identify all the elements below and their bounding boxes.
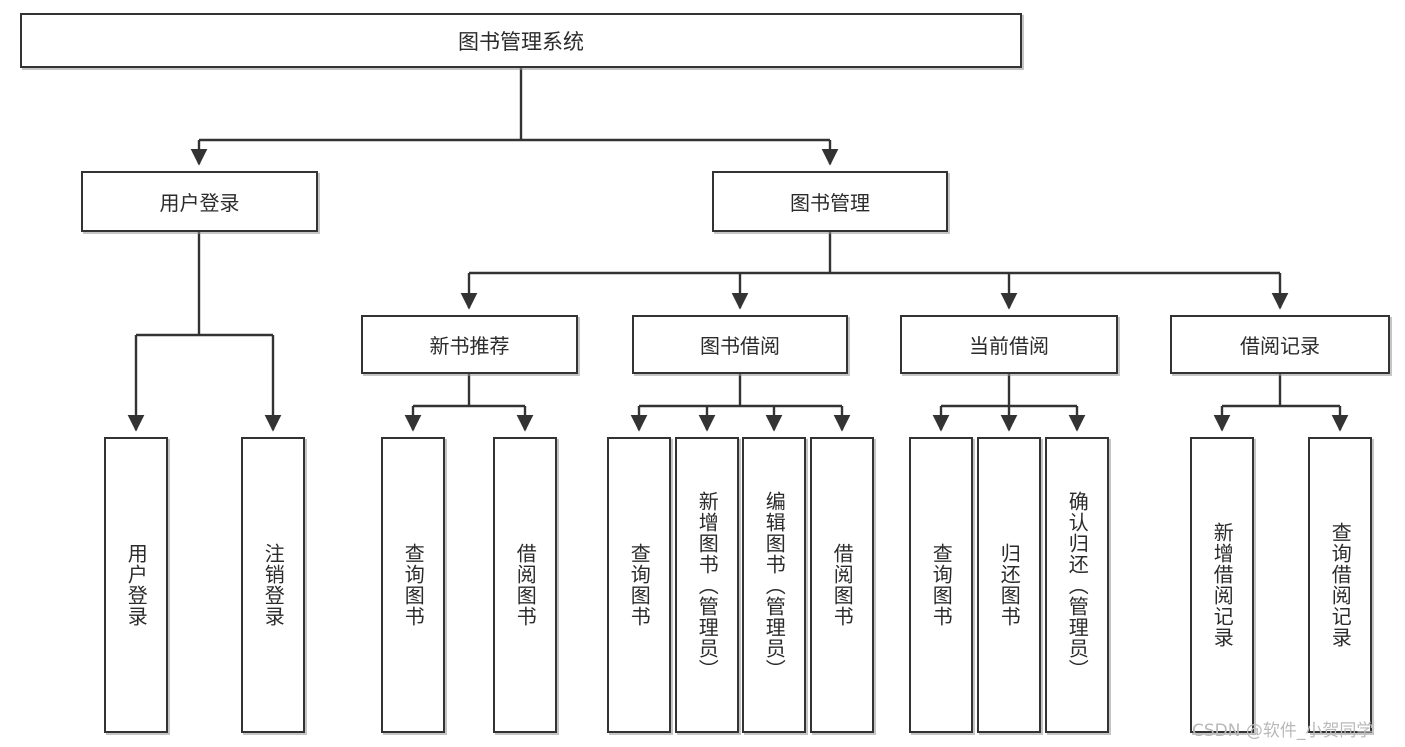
leaf-label: 确认归还（管理员） [1065, 490, 1090, 680]
leaf-logout[interactable]: 注销登录 [241, 437, 305, 733]
leaf-label: 查询图书 [929, 543, 954, 627]
node-new-book-recommend[interactable]: 新书推荐 [361, 315, 578, 374]
leaf-query-borrow-record[interactable]: 查询借阅记录 [1308, 437, 1372, 733]
leaf-return-book[interactable]: 归还图书 [977, 437, 1041, 733]
node-label: 图书管理 [790, 191, 870, 215]
node-label: 图书借阅 [700, 334, 780, 358]
leaf-label: 查询图书 [401, 543, 426, 627]
node-current-borrow[interactable]: 当前借阅 [900, 315, 1118, 374]
node-label: 当前借阅 [969, 334, 1049, 358]
leaf-borrow-book-recommend[interactable]: 借阅图书 [493, 437, 557, 733]
node-root-book-management-system[interactable]: 图书管理系统 [20, 13, 1022, 68]
node-borrow-record[interactable]: 借阅记录 [1170, 315, 1390, 374]
leaf-edit-book-admin[interactable]: 编辑图书（管理员） [742, 437, 806, 733]
node-label: 图书管理系统 [458, 29, 584, 54]
node-label: 新书推荐 [429, 334, 510, 358]
node-label: 用户登录 [159, 191, 240, 215]
leaf-label: 查询借阅记录 [1328, 522, 1353, 648]
node-label: 借阅记录 [1240, 334, 1320, 358]
leaf-label: 查询图书 [627, 543, 652, 627]
leaf-label: 新增图书（管理员） [695, 490, 720, 680]
leaf-label: 编辑图书（管理员） [762, 490, 787, 680]
node-book-management[interactable]: 图书管理 [712, 171, 948, 232]
leaf-query-book-recommend[interactable]: 查询图书 [381, 437, 445, 733]
node-user-login[interactable]: 用户登录 [81, 171, 318, 232]
leaf-query-book-current[interactable]: 查询图书 [909, 437, 973, 733]
watermark-text: CSDN @软件_小贺同学 [1192, 721, 1374, 741]
leaf-confirm-return-admin[interactable]: 确认归还（管理员） [1045, 437, 1109, 733]
leaf-label: 借阅图书 [513, 543, 538, 627]
leaf-add-book-admin[interactable]: 新增图书（管理员） [675, 437, 739, 733]
leaf-query-book-borrow[interactable]: 查询图书 [607, 437, 671, 733]
leaf-borrow-book[interactable]: 借阅图书 [810, 437, 874, 733]
node-book-borrow[interactable]: 图书借阅 [632, 315, 848, 374]
leaf-label: 新增借阅记录 [1210, 522, 1235, 648]
leaf-label: 借阅图书 [830, 543, 855, 627]
leaf-label: 归还图书 [997, 543, 1022, 627]
leaf-label: 用户登录 [124, 543, 149, 627]
leaf-user-login[interactable]: 用户登录 [104, 437, 168, 733]
leaf-label: 注销登录 [261, 543, 286, 627]
leaf-add-borrow-record[interactable]: 新增借阅记录 [1190, 437, 1254, 733]
